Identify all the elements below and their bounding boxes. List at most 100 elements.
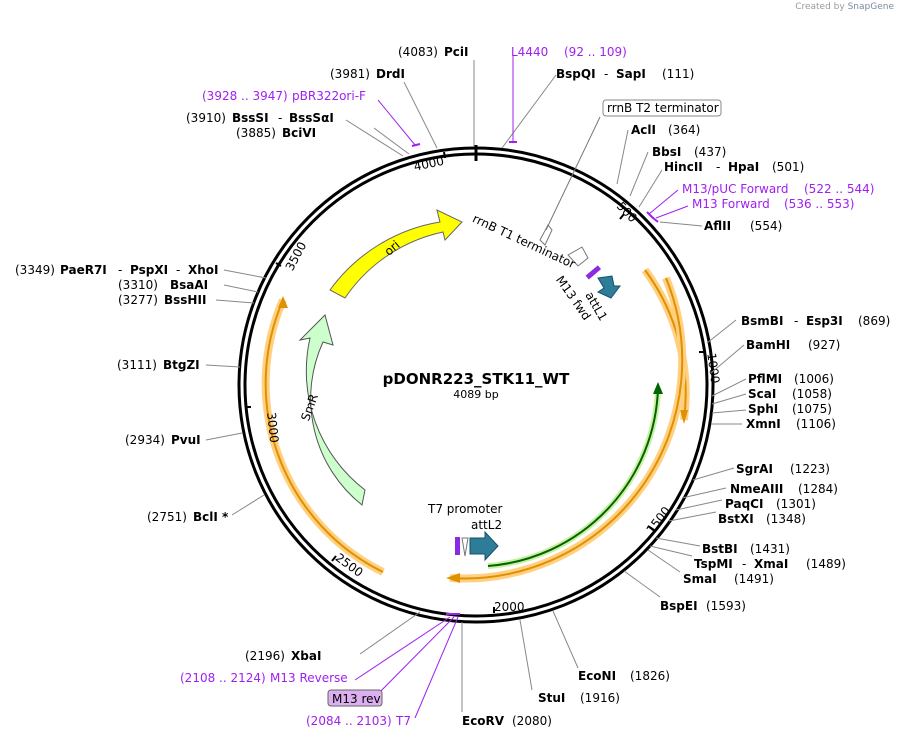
enzyme-hincii: HincII — [664, 160, 703, 174]
rrnb-t2-glyph — [539, 224, 553, 246]
enzyme-bbsi-pos: (437) — [694, 145, 726, 159]
t7-promoter-glyph — [461, 537, 469, 557]
enzyme-paer7i-sep: - — [118, 263, 122, 277]
enzyme-pspxi-sep: - — [176, 263, 180, 277]
primer-t7: T7 — [395, 714, 411, 728]
t7-promoter-label: T7 promoter — [427, 502, 503, 516]
orf-arrow-1 — [680, 410, 688, 424]
enzyme-bspqi-pos: (111) — [662, 67, 694, 81]
enzyme-xhoi: XhoI — [188, 263, 219, 277]
primer-l4440-range: (92 .. 109) — [564, 45, 627, 59]
attL2-label: attL2 — [471, 518, 502, 532]
enzyme-bstbi-pos: (1431) — [750, 542, 790, 556]
enzyme-esp3i: Esp3I — [806, 314, 843, 328]
m13rev-box — [327, 689, 383, 707]
m13fwd-marker — [585, 265, 602, 280]
tick-3000: 3000 — [264, 412, 281, 444]
tick-1000: 1000 — [704, 352, 722, 384]
enzyme-acli-pos: (364) — [668, 123, 700, 137]
enzyme-xmai: XmaI — [754, 557, 788, 571]
enzyme-drdi: DrdI — [376, 67, 405, 81]
primer-m13puc: M13/pUC Forward — [682, 182, 789, 196]
enzyme-pvui-pos: (2934) — [125, 433, 165, 447]
attL2-arrow — [469, 530, 499, 562]
enzyme-tspmi-pos: (1489) — [806, 557, 846, 571]
enzyme-paqci: PaqCI — [725, 497, 763, 511]
enzyme-paer7i-pos: (3349) — [15, 263, 55, 277]
enzyme-bstxi-pos: (1348) — [766, 512, 806, 526]
enzyme-pcii-pos: (4083) — [398, 45, 438, 59]
enzyme-bcli-pos: (2751) — [147, 510, 187, 524]
enzyme-bsssi-sep: - — [278, 111, 282, 125]
enzyme-bspqi: BspQI — [556, 67, 596, 81]
enzyme-bamhi-pos: (927) — [808, 338, 840, 352]
enzyme-bsmbi-pos: (869) — [858, 314, 890, 328]
enzyme-sphi: SphI — [748, 402, 778, 416]
enzyme-paqci-pos: (1301) — [776, 497, 816, 511]
attL1-arrow — [596, 275, 621, 299]
rrnb-t2-label: rrnB T2 terminator — [607, 101, 719, 115]
enzyme-econi-pos: (1826) — [630, 669, 670, 683]
smr-label: SmR — [298, 392, 321, 423]
enzyme-ecorv-pos: (2080) — [512, 714, 552, 728]
plasmid-name: pDONR223_STK11_WT — [383, 370, 570, 388]
enzyme-acli: AclI — [631, 123, 656, 137]
enzyme-bspei: BspEI — [660, 599, 698, 613]
enzyme-btgzi: BtgZI — [163, 358, 200, 372]
primer-pbr322ori: pBR322ori-F — [292, 89, 366, 103]
enzyme-bstxi: BstXI — [718, 512, 754, 526]
enzyme-stui-pos: (1916) — [580, 691, 620, 705]
enzyme-pspxi: PspXI — [130, 263, 168, 277]
tick-4000: 4000 — [412, 154, 445, 174]
enzyme-bsshii: BssHII — [164, 293, 206, 307]
enzyme-xmni-pos: (1106) — [796, 417, 836, 431]
tick-mark-4000 — [443, 151, 446, 159]
enzyme-aflii-pos: (554) — [750, 219, 782, 233]
enzyme-hincii-sep: - — [716, 160, 720, 174]
enzyme-bcli: BclI * — [193, 510, 229, 524]
orf-arrow-2 — [446, 573, 460, 583]
enzyme-ecorv: EcoRV — [462, 714, 505, 728]
enzyme-scai: ScaI — [748, 387, 776, 401]
enzyme-pvui: PvuI — [171, 433, 201, 447]
plasmid-length: 4089 bp — [453, 388, 498, 401]
enzyme-nmeaiii: NmeAIII — [730, 482, 783, 496]
rrnb-t2-box — [602, 99, 722, 117]
enzyme-bcivi: BciVI — [282, 126, 316, 140]
credit-prefix: Created by — [795, 2, 845, 12]
enzyme-econi: EcoNI — [578, 669, 616, 683]
enzyme-sphi-pos: (1075) — [792, 402, 832, 416]
enzyme-smai: SmaI — [683, 572, 717, 586]
enzyme-bsssi-pos: (3910) — [186, 111, 226, 125]
m13rev-label: M13 rev — [332, 692, 381, 706]
primer-t7-range: (2084 .. 2103) — [306, 714, 392, 728]
enzyme-scai-pos: (1058) — [792, 387, 832, 401]
primer-leaders — [354, 55, 689, 719]
enzyme-btgzi-pos: (3111) — [117, 358, 157, 372]
orf-arc-2 — [449, 277, 684, 580]
enzyme-bspei-pos: (1593) — [706, 599, 746, 613]
rrnb-t2-leader — [545, 116, 601, 231]
insert-arrow — [653, 382, 663, 394]
enzyme-tspmi-sep: - — [742, 557, 746, 571]
enzyme-bsshii-pos: (3277) — [118, 293, 158, 307]
snapgene-credit: Created by SnapGene — [795, 2, 894, 12]
enzyme-xmni: XmnI — [746, 417, 781, 431]
ori-feature — [329, 209, 463, 299]
enzyme-sgrai-pos: (1223) — [790, 462, 830, 476]
smr-feature — [298, 314, 366, 506]
primer-l4440: L4440 — [511, 45, 548, 59]
enzyme-bsmbi: BsmBI — [741, 314, 783, 328]
enzyme-hpai: HpaI — [728, 160, 759, 174]
rrnb-t1-label: rrnB T1 terminator — [470, 211, 577, 271]
enzyme-aflii: AflII — [704, 219, 731, 233]
orf-arc-3 — [264, 299, 384, 573]
enzyme-hincii-pos: (501) — [772, 160, 804, 174]
enzyme-pflmi-pos: (1006) — [794, 372, 834, 386]
enzyme-bamhi: BamHI — [746, 338, 790, 352]
enzyme-pflmi: PflMI — [748, 372, 782, 386]
tick-mark-3500 — [275, 262, 282, 267]
primer-m13r-range: (2108 .. 2124) — [180, 671, 266, 685]
enzyme-bstbi: BstBI — [702, 542, 738, 556]
rrnb-t1-glyph — [567, 246, 589, 267]
